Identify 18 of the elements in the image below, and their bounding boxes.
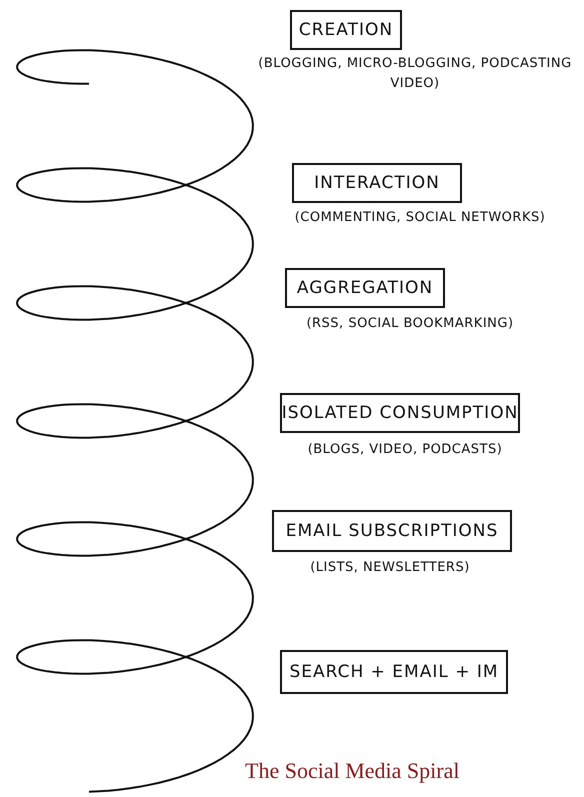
example-list: (LISTS, NEWSLETTERS) — [265, 558, 515, 578]
heading-text: INTERACTION — [314, 173, 440, 193]
heading-text: ISOLATED CONSUMPTION — [282, 403, 518, 423]
heading-text: CREATION — [298, 20, 394, 40]
example-list: (COMMENTING, SOCIAL NETWORKS) — [270, 208, 570, 228]
label-box — [290, 10, 402, 50]
label-box — [280, 650, 508, 694]
caption: The Social Media Spiral — [245, 758, 460, 784]
label-box — [285, 268, 445, 308]
example-list: (BLOGS, VIDEO, PODCASTS) — [275, 440, 535, 460]
label-box — [272, 510, 512, 552]
heading-text: AGGREGATION — [296, 278, 434, 298]
heading-text: EMAIL SUBSCRIPTIONS — [286, 521, 498, 541]
label-box — [292, 163, 462, 203]
heading-text: SEARCH + EMAIL + IM — [289, 662, 499, 682]
label-box — [280, 393, 520, 433]
example-list: (BLOGGING, MICRO-BLOGGING, PODCASTING VIDEO) — [255, 54, 575, 93]
example-list: (RSS, SOCIAL BOOKMARKING) — [270, 314, 550, 334]
